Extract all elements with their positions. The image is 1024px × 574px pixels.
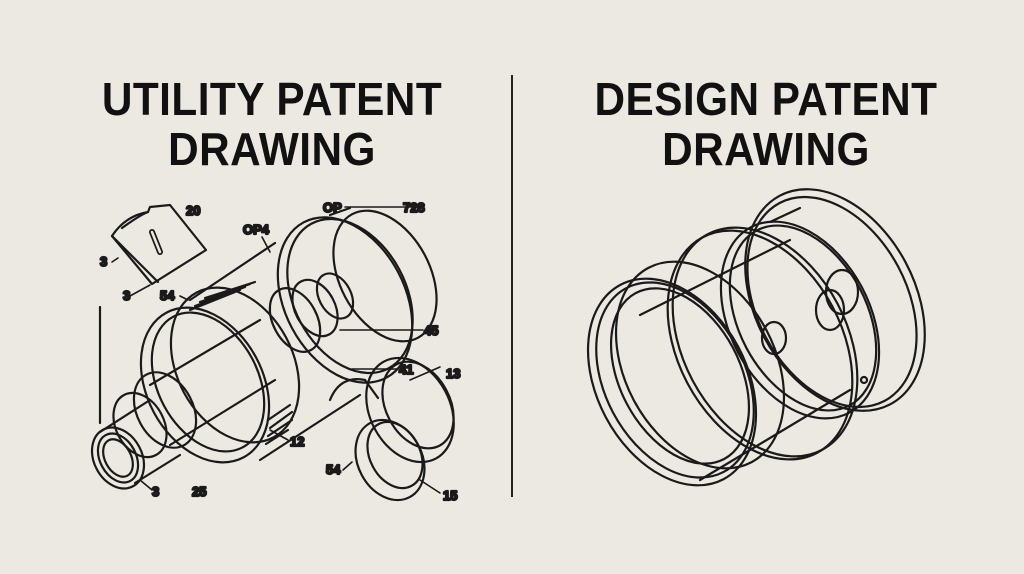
utility-patent-title: UTILITY PATENT DRAWING	[79, 74, 465, 174]
ref-label-41: 41	[399, 362, 413, 377]
ref-label-20: 20	[186, 203, 200, 218]
ref-label-54a: 54	[160, 288, 175, 303]
utility-title-line1: UTILITY PATENT	[101, 73, 443, 125]
ref-label-op: OP	[323, 200, 342, 215]
utility-title-line2: DRAWING	[168, 123, 376, 175]
ring-assembly	[328, 356, 455, 502]
panel-divider	[511, 75, 513, 497]
ref-label-728: 728	[403, 200, 425, 215]
ref-label-12: 12	[290, 434, 304, 449]
shaft	[112, 272, 355, 459]
ref-label-op4: OP4	[243, 222, 270, 237]
ref-label-13: 13	[446, 366, 460, 381]
design-patent-title: DESIGN PATENT DRAWING	[573, 74, 959, 174]
front-nozzle	[90, 398, 182, 490]
ref-label-54b: 54	[326, 462, 341, 477]
design-title-line1: DESIGN PATENT	[594, 73, 938, 125]
clip-part	[110, 203, 208, 286]
utility-drawing: 20 3 3 54 OP4 OP 728 45 41 13 12 54 3 25…	[90, 199, 462, 504]
rear-disc	[276, 206, 438, 384]
design-title-line2: DRAWING	[662, 123, 870, 175]
ref-label-25: 25	[192, 484, 206, 499]
design-drawing	[586, 188, 926, 487]
ref-label-3c: 3	[152, 484, 159, 499]
ref-label-45: 45	[424, 323, 438, 338]
ref-label-3a: 3	[100, 254, 107, 269]
ref-label-3b: 3	[123, 288, 130, 303]
leader-lines	[111, 206, 441, 494]
ref-label-15: 15	[443, 488, 457, 503]
knurled-ring	[139, 280, 301, 464]
